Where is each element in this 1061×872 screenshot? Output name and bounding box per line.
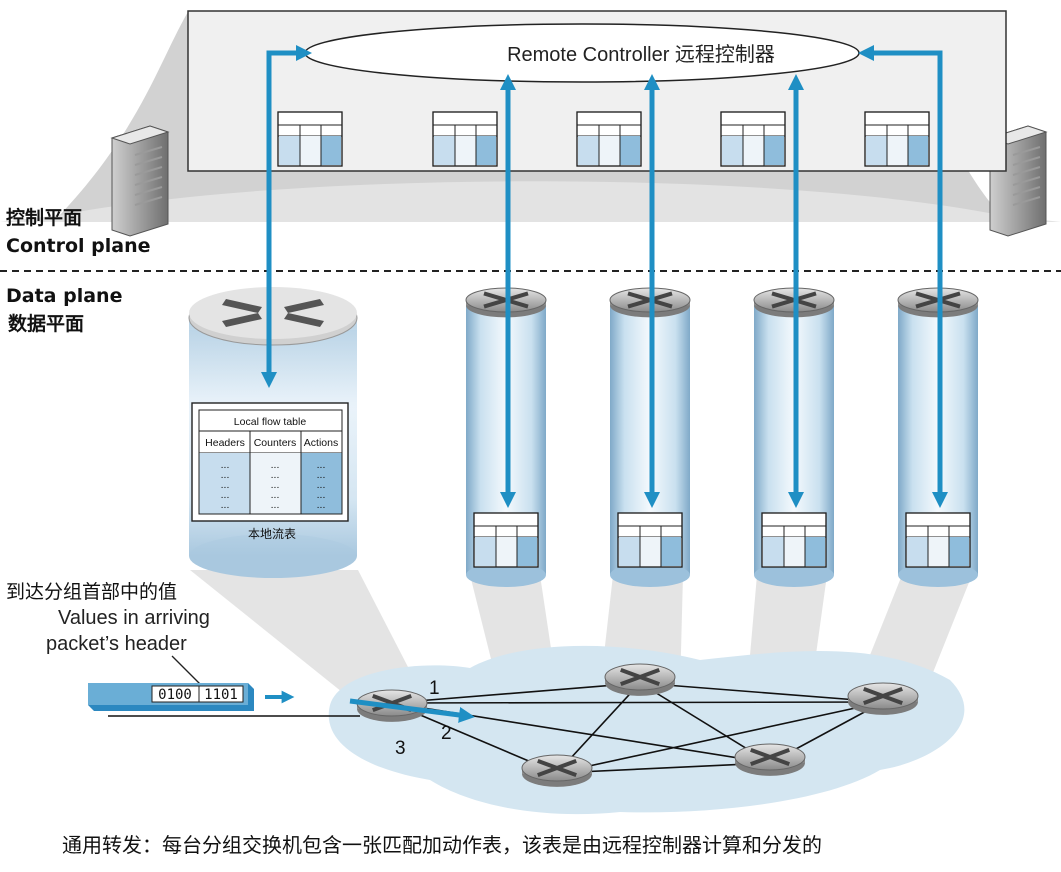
flow-table-cell: ...: [317, 489, 326, 501]
flow-table-title: Local flow table: [234, 416, 307, 428]
flow-table-cell: ...: [317, 459, 326, 471]
switch-table-5: [905, 512, 971, 568]
packet-label-en-1: Values in arriving: [58, 607, 210, 629]
switch-cylinder-4[interactable]: [753, 287, 835, 587]
server-icon-left: [110, 125, 170, 237]
forwarding-arrow: [349, 698, 475, 723]
switch-cylinder-group: [465, 287, 979, 587]
packet-label-en-2: packet’s header: [46, 633, 187, 655]
flow-table-cell: ...: [317, 469, 326, 481]
flow-table-cell: ...: [271, 489, 280, 501]
control-arrow-5: [857, 44, 949, 509]
flow-table-cell: ...: [221, 459, 230, 471]
network-cloud: [328, 645, 965, 815]
flow-table-header-counters: Counters: [254, 437, 297, 449]
figure-caption: 通用转发：每台分组交换机包含一张匹配加动作表，该表是由远程控制器计算和分发的: [62, 833, 822, 857]
control-plane-label-cn: 控制平面: [6, 206, 82, 229]
port-label-3: 3: [395, 738, 406, 759]
controller-table-1: [277, 111, 343, 167]
port-label-2: 2: [441, 723, 452, 744]
router-4[interactable]: [521, 754, 593, 787]
flow-table-cell: ...: [271, 469, 280, 481]
switch-table-3: [617, 512, 683, 568]
remote-controller-label: Remote Controller 远程控制器: [507, 43, 775, 66]
flow-table-cell: ...: [221, 489, 230, 501]
flow-table-cell: ...: [317, 479, 326, 491]
packet-field-1: 0100: [158, 687, 192, 703]
packet-leader-line: [171, 655, 201, 685]
packet[interactable]: 0100 1101: [88, 683, 254, 711]
control-arrow-local: [260, 44, 313, 389]
data-plane-label-cn: 数据平面: [8, 312, 84, 335]
flow-table-header-actions: Actions: [304, 437, 338, 449]
local-flow-table[interactable]: Local flow table Headers Counters Action…: [191, 402, 349, 522]
controller-table-2: [432, 111, 498, 167]
control-plane-label-en: Control plane: [6, 235, 151, 257]
router-5[interactable]: [734, 743, 806, 776]
controller-table-4: [720, 111, 786, 167]
flow-table-cells: ........................................…: [221, 459, 326, 511]
data-plane-label-en: Data plane: [6, 285, 122, 307]
switch-table-2: [473, 512, 539, 568]
controller-table-5: [864, 111, 930, 167]
controller-table-3: [576, 111, 642, 167]
flow-table-cell: ...: [221, 469, 230, 481]
flow-table-cell: ...: [271, 499, 280, 511]
port-label-1: 1: [429, 678, 440, 699]
router-3[interactable]: [847, 682, 919, 715]
packet-label-cn: 到达分组首部中的值: [6, 581, 177, 603]
router-2[interactable]: [604, 663, 676, 696]
flow-table-caption: 本地流表: [248, 527, 296, 541]
control-arrows: [260, 44, 949, 509]
flow-table-cell: ...: [317, 499, 326, 511]
flow-table-cell: ...: [221, 499, 230, 511]
flow-table-header-headers: Headers: [205, 437, 245, 449]
switch-table-4: [761, 512, 827, 568]
flow-table-cell: ...: [271, 479, 280, 491]
packet-field-2: 1101: [204, 687, 238, 703]
flow-table-cell: ...: [221, 479, 230, 491]
flow-table-cell: ...: [271, 459, 280, 471]
